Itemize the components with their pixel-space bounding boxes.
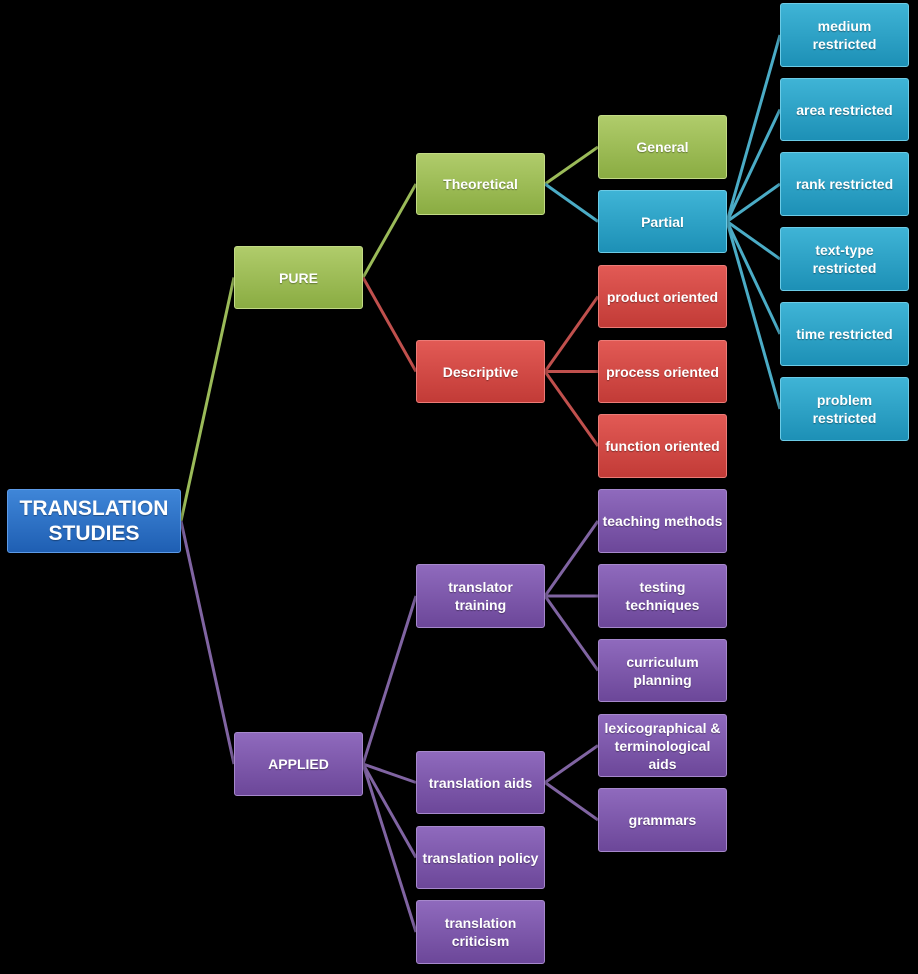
connector-translation-aids-to-lexicographical-aids <box>544 744 599 784</box>
node-medium-restricted: medium restricted <box>780 3 909 67</box>
node-time-restricted: time restricted <box>780 302 909 366</box>
node-rank-restricted: rank restricted <box>780 152 909 216</box>
node-curriculum-planning: curriculum planning <box>598 639 727 702</box>
connector-partial-to-rank-restricted <box>726 182 781 223</box>
connector-applied-to-translation-aids <box>362 762 417 784</box>
node-grammars: grammars <box>598 788 727 852</box>
connector-theoretical-to-general <box>544 145 599 186</box>
connector-applied-to-translation-policy <box>361 763 418 859</box>
node-problem-restricted: problem restricted <box>780 377 909 441</box>
connector-translator-training-to-teaching-methods <box>543 520 600 597</box>
node-translator-training: translator training <box>416 564 545 628</box>
node-pure: PURE <box>234 246 363 309</box>
connector-partial-to-text-type-restricted <box>726 220 781 261</box>
connector-translation-studies-to-pure <box>179 277 236 522</box>
node-partial: Partial <box>598 190 727 253</box>
node-testing-techniques: testing techniques <box>598 564 727 628</box>
node-teaching-methods: teaching methods <box>598 489 727 553</box>
connector-pure-to-theoretical <box>361 183 418 279</box>
connector-applied-to-translator-training <box>361 595 418 765</box>
node-translation-aids: translation aids <box>416 751 545 814</box>
connector-applied-to-translation-criticism <box>361 763 418 933</box>
connector-partial-to-area-restricted <box>725 108 782 223</box>
node-translation-studies: TRANSLATION STUDIES <box>7 489 181 553</box>
connector-partial-to-time-restricted <box>725 220 782 335</box>
node-translation-policy: translation policy <box>416 826 545 889</box>
node-theoretical: Theoretical <box>416 153 545 215</box>
connector-translator-training-to-curriculum-planning <box>543 595 600 672</box>
node-process-oriented: process oriented <box>598 340 727 403</box>
node-lexicographical-aids: lexicographical & terminological aids <box>598 714 727 777</box>
connector-partial-to-medium-restricted <box>725 34 782 222</box>
node-descriptive: Descriptive <box>416 340 545 403</box>
node-area-restricted: area restricted <box>780 78 909 141</box>
node-text-type-restricted: text-type restricted <box>780 227 909 291</box>
node-applied: APPLIED <box>234 732 363 796</box>
connector-translation-studies-to-applied <box>179 520 236 765</box>
connector-translation-aids-to-grammars <box>544 781 599 822</box>
connector-partial-to-problem-restricted <box>725 221 782 410</box>
connector-pure-to-descriptive <box>361 276 418 373</box>
node-product-oriented: product oriented <box>598 265 727 328</box>
connector-descriptive-to-function-oriented <box>543 370 600 447</box>
node-translation-criticism: translation criticism <box>416 900 545 964</box>
node-general: General <box>598 115 727 179</box>
connector-theoretical-to-partial <box>544 182 599 223</box>
node-function-oriented: function oriented <box>598 414 727 478</box>
connector-descriptive-to-product-oriented <box>543 295 600 373</box>
